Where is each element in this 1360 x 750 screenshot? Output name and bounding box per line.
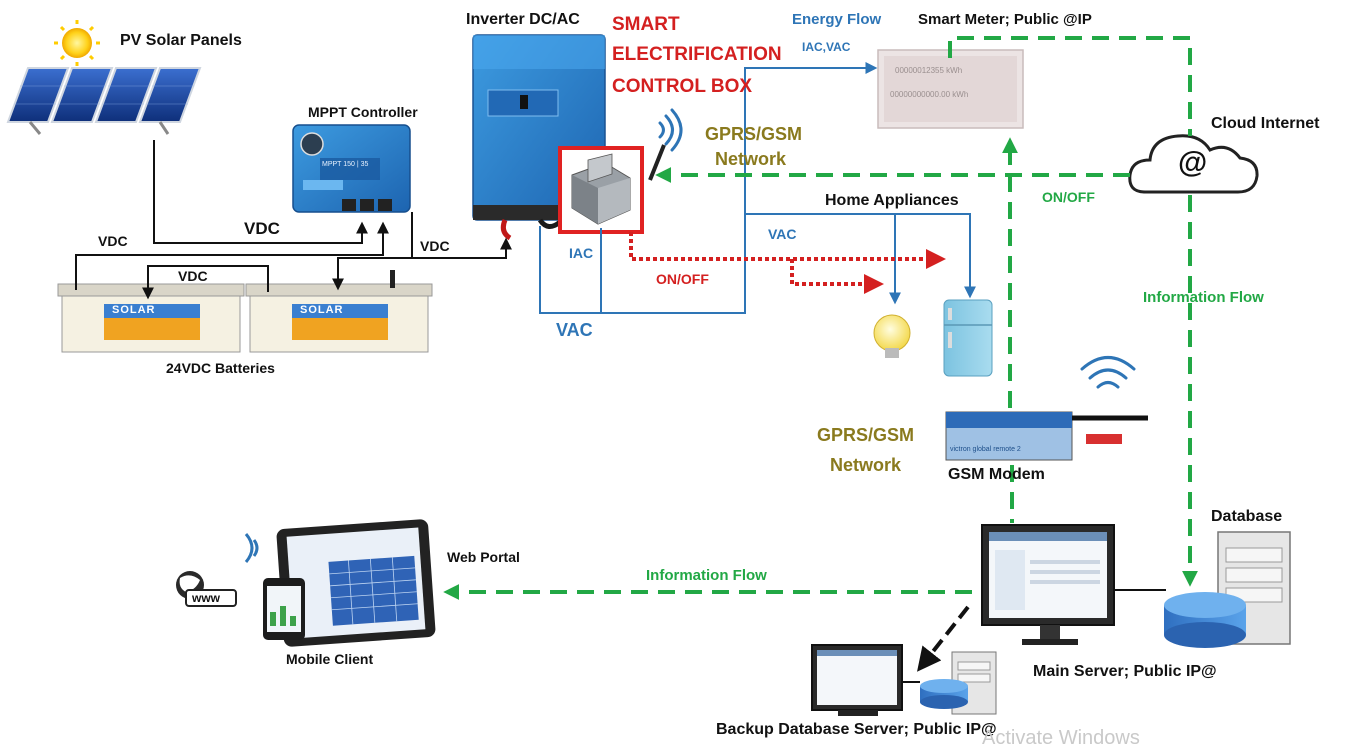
database-label: Database — [1211, 508, 1283, 525]
wireless-signal-icon — [658, 108, 683, 152]
cloud-internet-icon — [1128, 134, 1259, 194]
www-text: www — [192, 591, 221, 605]
mppt-display-text: MPPT 150 | 35 — [322, 161, 369, 168]
gsm-modem-label: GSM Modem — [948, 466, 1045, 483]
battery-right-brand: SOLAR — [300, 304, 344, 316]
meter-reading-1: 00000012355 kWh — [895, 66, 963, 75]
gsm-modem-wireless-icon — [1080, 356, 1136, 389]
vdc-right-label: VDC — [420, 238, 450, 254]
battery-right-icon — [245, 270, 433, 353]
on-off-red-label: ON/OFF — [656, 271, 709, 287]
cloud-at-symbol: @ — [1178, 146, 1208, 179]
solar-panels-icon — [6, 67, 202, 135]
gsm-modem-icon — [945, 411, 1148, 461]
mobile-phone-icon — [263, 578, 305, 640]
control-box-title-line2: ELECTRIFICATION — [612, 44, 782, 65]
sun-icon — [54, 20, 100, 66]
backup-server-label: Backup Database Server; Public IP@ — [716, 721, 997, 738]
batteries-label: 24VDC Batteries — [166, 360, 275, 376]
main-server-label: Main Server; Public IP@ — [1033, 663, 1217, 680]
battery-left-icon — [57, 283, 245, 353]
battery-left-brand: SOLAR — [112, 304, 156, 316]
energy-flow-label: Energy Flow — [792, 11, 882, 28]
database-server-icon — [1164, 531, 1291, 648]
on-off-green-label: ON/OFF — [1042, 189, 1095, 205]
backup-server-icon — [811, 644, 997, 716]
vdc-left-label: VDC — [98, 233, 128, 249]
web-portal-label: Web Portal — [447, 549, 520, 565]
vac-bottom-label: VAC — [556, 320, 593, 340]
mppt-controller-label: MPPT Controller — [308, 104, 418, 120]
windows-activation-watermark: Activate Windows — [982, 727, 1140, 749]
home-appliances-label: Home Appliances — [825, 192, 959, 209]
inverter-label: Inverter DC/AC — [466, 11, 580, 28]
control-box-title-line1: SMART — [612, 14, 680, 35]
meter-reading-2: 00000000000.00 kWh — [890, 90, 969, 99]
smart-meter-icon — [877, 49, 1024, 129]
vac-right-label: VAC — [768, 226, 797, 242]
www-globe-icon — [176, 571, 237, 607]
cloud-internet-label: Cloud Internet — [1211, 115, 1320, 132]
iac-vac-label: IAC,VAC — [802, 40, 851, 54]
information-flow-bottom-label: Information Flow — [646, 567, 767, 584]
mppt-controller-icon — [292, 124, 411, 213]
dc-wiring — [75, 140, 512, 300]
antenna — [648, 144, 666, 181]
ac-wiring — [539, 62, 976, 314]
mobile-client-label: Mobile Client — [286, 651, 374, 667]
iac-label: IAC — [569, 245, 594, 261]
vdc-battery-label: VDC — [178, 268, 208, 284]
control-box-icon — [558, 146, 644, 234]
pv-panels-label: PV Solar Panels — [120, 32, 242, 49]
fridge-icon — [943, 299, 993, 377]
light-bulb-icon — [873, 314, 911, 358]
backup-replication-link — [917, 605, 970, 672]
gprs-bottom-label-line2: Network — [830, 455, 902, 475]
main-server-monitor-icon — [981, 524, 1115, 645]
on-off-control-signal — [629, 232, 946, 294]
web-portal-tablet-icon — [244, 519, 436, 647]
gprs-top-label-line1: GPRS/GSM — [705, 124, 803, 144]
control-box-title-line3: CONTROL BOX — [612, 76, 753, 97]
information-flow-right-label: Information Flow — [1143, 289, 1264, 306]
information-flow-links — [443, 36, 1198, 600]
gprs-top-label-line2: Network — [715, 149, 787, 169]
gprs-bottom-label-line1: GPRS/GSM — [817, 425, 915, 445]
vdc-main-label: VDC — [244, 219, 280, 238]
smart-meter-label: Smart Meter; Public @IP — [918, 11, 1092, 28]
modem-text: victron global remote 2 — [950, 446, 1021, 453]
